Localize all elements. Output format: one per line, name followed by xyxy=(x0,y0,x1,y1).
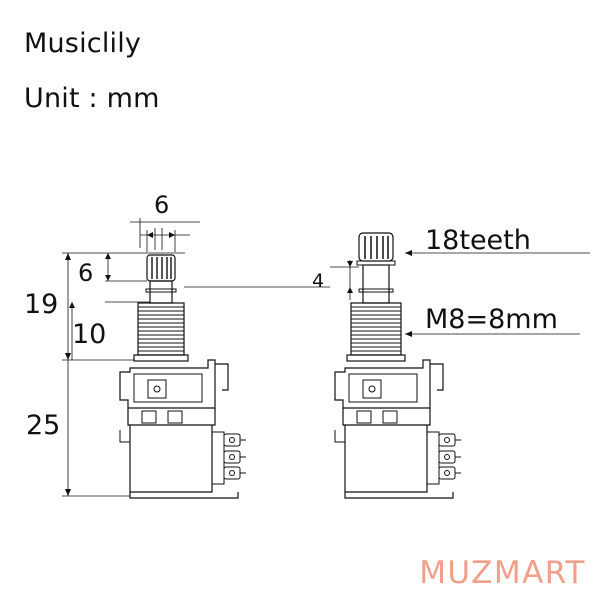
brand-title: Musiclily xyxy=(24,28,142,59)
label-teeth: 18teeth xyxy=(425,225,531,256)
dim-total-shaft-height: 19 xyxy=(24,289,58,320)
dim-shaft-diameter: 6 xyxy=(154,191,169,219)
dimension-arrows xyxy=(65,232,412,496)
label-thread: M8=8mm xyxy=(425,304,558,335)
dim-knurl-step: 4 xyxy=(312,270,324,292)
dim-thread-height: 10 xyxy=(72,319,106,350)
left-pot xyxy=(119,254,247,499)
dim-knurl-height: 6 xyxy=(78,259,93,287)
watermark-logo: MUZMART xyxy=(419,555,586,591)
right-pot xyxy=(334,232,462,499)
dimension-lines xyxy=(62,218,590,497)
dim-body-height: 25 xyxy=(26,410,60,441)
unit-label: Unit : mm xyxy=(24,83,160,114)
